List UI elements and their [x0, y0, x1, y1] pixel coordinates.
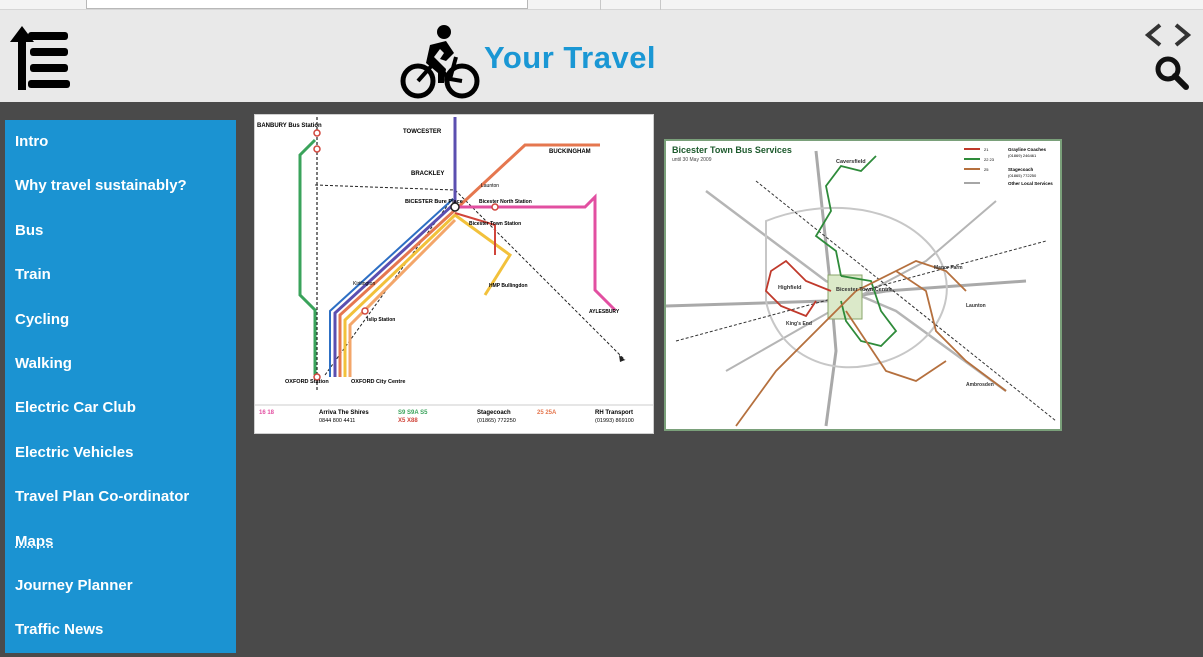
footer-phone-stagecoach: (01865) 772250 — [477, 418, 516, 424]
sidebar-item-bus[interactable]: Bus — [5, 209, 236, 253]
browser-toolbar-strip — [0, 0, 1203, 10]
search-icon[interactable] — [1154, 55, 1190, 91]
site-title: Your Travel — [484, 40, 657, 75]
town-map-legend: 21 Grayline Coaches (01869) 246461 22 23… — [964, 147, 1053, 186]
legend-routes: 25 — [984, 167, 989, 172]
chevron-left-icon[interactable] — [1142, 20, 1164, 50]
town-label-highfield: Highfield — [778, 285, 802, 291]
sidebar-item-label: Traffic News — [15, 621, 104, 639]
sidebar-item-label: Electric Vehicles — [15, 443, 134, 461]
legend-operator: Other Local Services — [1008, 181, 1053, 186]
address-field[interactable] — [86, 0, 528, 9]
legend-routes: 21 — [984, 147, 989, 152]
bus-network-map[interactable]: BANBURY Bus Station TOWCESTER BUCKINGHAM… — [254, 114, 654, 434]
sidebar-item-traffic-news[interactable]: Traffic News — [5, 608, 236, 652]
site-header: Your Travel — [0, 10, 1203, 102]
sidebar-item-train[interactable]: Train — [5, 253, 236, 297]
footer-phone-arriva: 0844 800 4411 — [319, 418, 355, 424]
sidebar-item-label: Maps — [15, 532, 54, 550]
bicester-town-map[interactable]: Bicester Town Bus Services until 30 May … — [664, 139, 1062, 431]
legend-phone: (01869) 246461 — [1008, 153, 1037, 158]
station-label-bullingdon: HMP Bullingdon — [489, 283, 528, 289]
sidebar-item-cycling[interactable]: Cycling — [5, 298, 236, 342]
legend-phone: (01865) 772250 — [1008, 173, 1037, 178]
station-label-aylesbury: AYLESBURY — [589, 309, 620, 315]
town-label-kings-end: King's End — [786, 321, 812, 327]
sidebar-item-label: Intro — [15, 133, 49, 150]
station-label-brackley: BRACKLEY — [411, 171, 444, 177]
footer-phone-rh: (01993) 869100 — [595, 418, 634, 424]
sidebar-item-label: Why travel sustainably? — [15, 177, 187, 195]
station-label-bicester: BICESTER Bure Place — [405, 199, 463, 205]
footer-routes-arriva: 16 18 — [259, 410, 275, 416]
sidebar-item-electric-car-club[interactable]: Electric Car Club — [5, 386, 236, 430]
station-label-bicester-town: Bicester Town Station — [469, 221, 521, 227]
chevron-right-icon[interactable] — [1172, 20, 1194, 50]
sidebar-item-label: Journey Planner — [15, 576, 133, 594]
station-label-kirtlington: Kirtlington — [353, 281, 375, 287]
station-label-buckingham: BUCKINGHAM — [549, 149, 591, 155]
town-map-subtitle: until 30 May 2009 — [672, 157, 712, 163]
sidebar-item-label: Cycling — [15, 310, 70, 328]
station-label-bicester-north: Bicester North Station — [479, 199, 532, 205]
legend-operator: Stagecoach — [1008, 167, 1034, 172]
sidebar-item-maps[interactable]: Maps — [5, 520, 236, 564]
sidebar-item-travel-plan-coordinator[interactable]: Travel Plan Co-ordinator — [5, 475, 236, 519]
menu-list-icon[interactable] — [8, 24, 78, 94]
station-label-oxford: OXFORD Station — [285, 379, 329, 385]
station-label-oxford-city: OXFORD City Centre — [351, 379, 405, 385]
town-label-manor-farm: Manor Farm — [934, 265, 963, 271]
sidebar-item-journey-planner[interactable]: Journey Planner — [5, 564, 236, 608]
sidebar-item-label: Walking — [15, 354, 72, 372]
footer-operator-rh: RH Transport — [595, 410, 633, 416]
sidebar-item-intro[interactable]: Intro — [5, 120, 236, 164]
bicycle-icon — [400, 25, 480, 99]
town-label-ambrosden: Ambrosden — [966, 382, 994, 388]
station-label-towcester: TOWCESTER — [403, 129, 442, 135]
legend-operator: Grayline Coaches — [1008, 147, 1047, 152]
toolbar-divider — [600, 0, 601, 10]
footer-routes-arriva-2: S9 S9A S5 — [398, 410, 428, 416]
town-label-caversfield: Caversfield — [836, 159, 866, 165]
station-label-banbury: BANBURY Bus Station — [257, 123, 322, 129]
sidebar-item-label: Electric Car Club — [15, 399, 136, 417]
legend-routes: 22 23 — [984, 157, 995, 162]
sidebar-nav: Intro Why travel sustainably? Bus Train … — [5, 120, 236, 653]
sidebar-item-label: Bus — [15, 221, 44, 239]
footer-routes-arriva-3: X5 X88 — [398, 418, 418, 424]
town-label-centre: Bicester Town Centre — [836, 287, 892, 293]
footer-operator-stagecoach: Stagecoach — [477, 410, 511, 416]
footer-routes-rh: 25 25A — [537, 410, 557, 416]
sidebar-item-why-travel-sustainably[interactable]: Why travel sustainably? — [5, 164, 236, 208]
toolbar-divider — [660, 0, 661, 10]
station-label-islip: Islip Station — [367, 317, 395, 323]
sidebar-item-label: Travel Plan Co-ordinator — [15, 488, 190, 506]
sidebar-item-electric-vehicles[interactable]: Electric Vehicles — [5, 431, 236, 475]
town-label-launton: Launton — [966, 303, 986, 309]
sidebar-item-label: Train — [15, 266, 51, 284]
town-map-title: Bicester Town Bus Services — [672, 145, 792, 155]
sidebar-item-walking[interactable]: Walking — [5, 342, 236, 386]
station-label-launton: Launton — [481, 183, 499, 189]
footer-operator-arriva: Arriva The Shires — [319, 410, 369, 416]
